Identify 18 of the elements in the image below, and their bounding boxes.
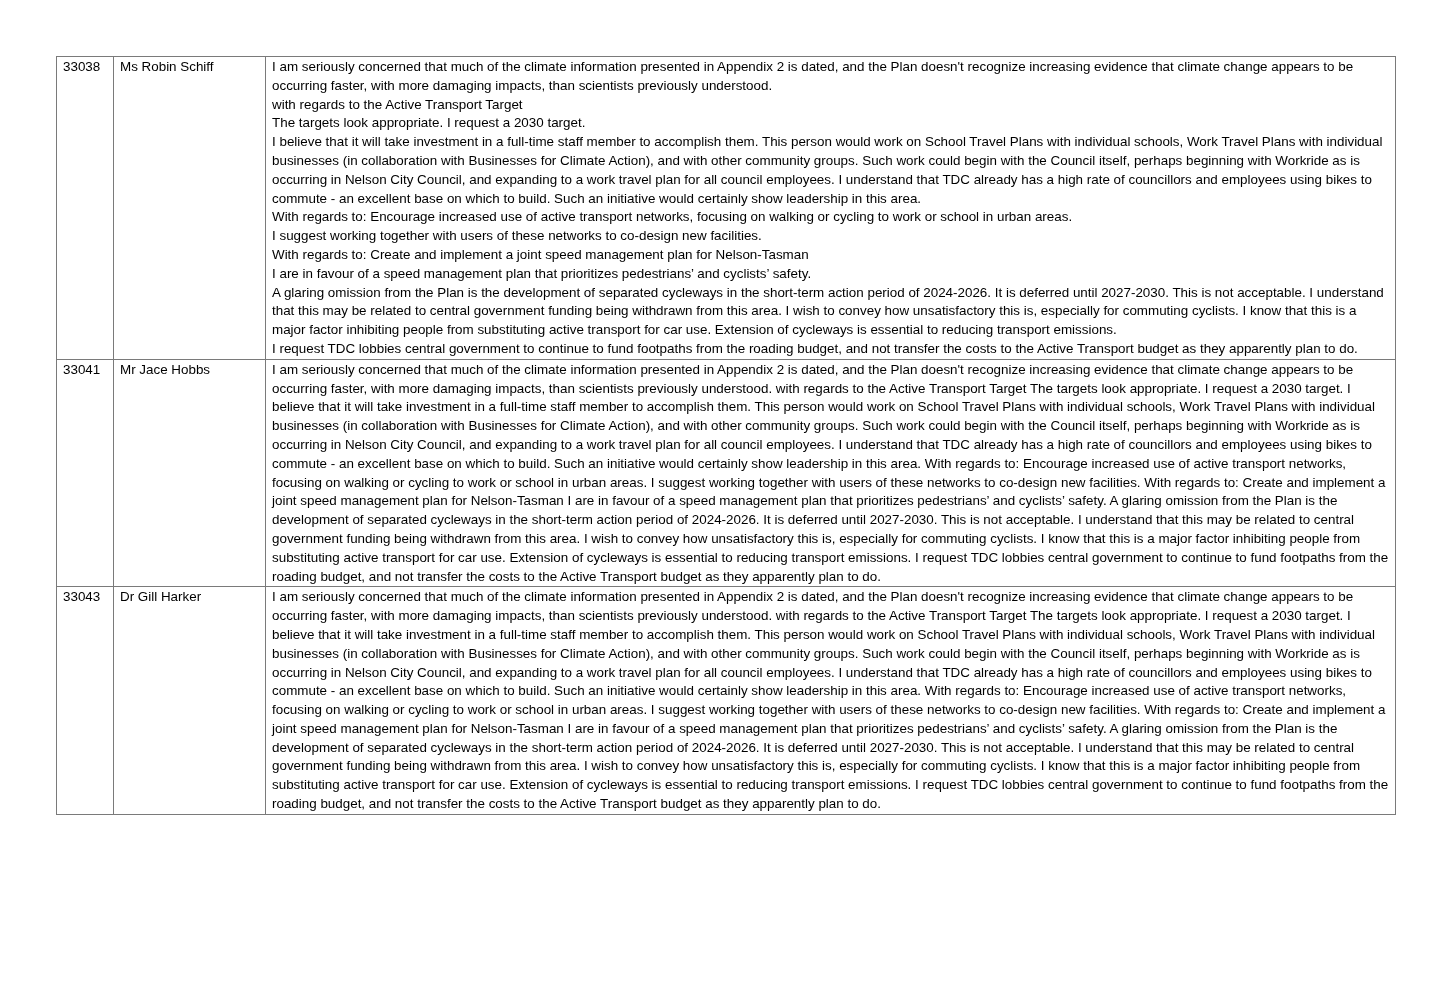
comment-text: I am seriously concerned that much of the climate information presented in Appendix 2 is dated, and the Plan doesn't recognize increasing evidence that climate change appears to be occurring faster, with more damaging impacts, than scientists previously understood. with regards to the Active Transport Target The targets look appropriate. I request a 2030 target. I believe that it will take investment in a full-time staff member to accomplish them. This person would work on School Travel Plans with individual schools, Work Travel Plans with individual businesses (in collaboration with Businesses for Climate Action), and with other community groups. Such work could begin with the Council itself, perhaps beginning with Workride as is occurring in Nelson City Council, and expanding to a work travel plan for all council employees. I understand that TDC already has a high rate of councillors and employees using bikes to commute - an excellent base on which to build. Such an initiative would certainly show leadership in this area. With regards to: Encourage increased use of active transport networks, focusing on walking or cycling to work or school in urban areas. I suggest working together with users of these networks to co-design new facilities. With regards to: Create and implement a joint speed management plan for Nelson-Tasman I are in favour of a speed management plan that prioritizes pedestrians’ and cyclists’ safety. A glaring omission from the Plan is the development of separated cycleways in the short-term action period of 2024-2026. It is deferred until 2027-2030. This is not acceptable. I understand that this may be related to central government funding being withdrawn from this area. I wish to convey how unsatisfactory this is, especially for commuting cyclists. I know that this is a major factor inhibiting people from substituting active transport for car use. Extension of cycleways is essential to reducing transport emissions. I request TDC lobbies central government to continue to fund footpaths from the roading budget, and not transfer the costs to the Active Transport budget as they apparently plan to do.	[272, 360, 1389, 586]
comment-text: With regards to: Create and implement a joint speed management plan for Nelson-Tasman	[272, 245, 810, 264]
comment-text: I request TDC lobbies central government to continue to fund footpaths from the roading budget, and not transfer the costs to the Active Transport budget as they apparently plan to do.	[272, 339, 1359, 358]
comment-text: With regards to: Encourage increased use of active transport networks, focusing on walking or cycling to work or school in urban areas.	[272, 208, 1074, 227]
submission-number: 33041	[63, 361, 101, 377]
comment-text: I believe that it will take investment in a full-time staff member to accomplish them. This person would work on School Travel Plans with individual schools, Work Travel Plans with individual businesses (in collaboration with Businesses for Climate Action), and with other community groups. Such work could begin with the Council itself, perhaps beginning with Workride as is occurring in Nelson City Council, and expanding to a work travel plan for all council employees. I understand that TDC already has a high rate of councillors and employees using bikes to commute - an excellent base on which to build. Such an initiative would certainly show leadership in this area.	[272, 133, 1384, 208]
comment-text: I am seriously concerned that much of the climate information presented in Appendix 2 is dated, and the Plan doesn't recognize increasing evidence that climate change appears to be occurring faster, with more damaging impacts, than scientists previously understood. with regards to the Active Transport Target The targets look appropriate. I request a 2030 target. I believe that it will take investment in a full-time staff member to accomplish them. This person would work on School Travel Plans with individual schools, Work Travel Plans with individual businesses (in collaboration with Businesses for Climate Action), and with other community groups. Such work could begin with the Council itself, perhaps beginning with Workride as is occurring in Nelson City Council, and expanding to a work travel plan for all council employees. I understand that TDC already has a high rate of councillors and employees using bikes to commute - an excellent base on which to build. Such an initiative would certainly show leadership in this area. With regards to: Encourage increased use of active transport networks, focusing on walking or cycling to work or school in urban areas. I suggest working together with users of these networks to co-design new facilities. With regards to: Create and implement a joint speed management plan for Nelson-Tasman I are in favour of a speed management plan that prioritizes pedestrians’ and cyclists’ safety. A glaring omission from the Plan is the development of separated cycleways in the short-term action period of 2024-2026. It is deferred until 2027-2030. This is not acceptable. I understand that this may be related to central government funding being withdrawn from this area. I wish to convey how unsatisfactory this is, especially for commuting cyclists. I know that this is a major factor inhibiting people from substituting active transport for car use. Extension of cycleways is essential to reducing transport emissions. I request TDC lobbies central government to continue to fund footpaths from the roading budget, and not transfer the costs to the Active Transport budget as they apparently plan to do.	[272, 588, 1389, 814]
submitter-name: Dr Gill Harker	[120, 589, 202, 605]
comment-text: with regards to the Active Transport Target	[272, 95, 524, 114]
submission-number: 33038	[63, 59, 101, 74]
comment-text: I are in favour of a speed management plan that prioritizes pedestrians’ and cyclists’ safety.	[272, 264, 813, 283]
comment-text: A glaring omission from the Plan is the development of separated cycleways in the short-term action period of 2024-2026. It is deferred until 2027-2030. This is not acceptable. I understand that this may be related to central government funding being withdrawn from this area. I wish to convey how unsatisfactory this is, especially for commuting cyclists. I know that this is a major factor inhibiting people from substituting active transport for car use. Extension of cycleways is essential to reducing transport emissions.	[272, 283, 1385, 340]
submitter-name: Ms Robin Schiff	[120, 59, 214, 74]
submission-number: 33043	[63, 589, 101, 605]
comment-text: The targets look appropriate. I request a 2030 target.	[272, 114, 587, 133]
comment-text: I suggest working together with users of these networks to co-design new facilities.	[272, 227, 763, 246]
comment-text: I am seriously concerned that much of the climate information presented in Appendix 2 is dated, and the Plan doesn't recognize increasing evidence that climate change appears to be occurring faster, with more damaging impacts, than scientists previously understood.	[272, 58, 1355, 95]
submitter-name: Mr Jace Hobbs	[120, 361, 211, 377]
